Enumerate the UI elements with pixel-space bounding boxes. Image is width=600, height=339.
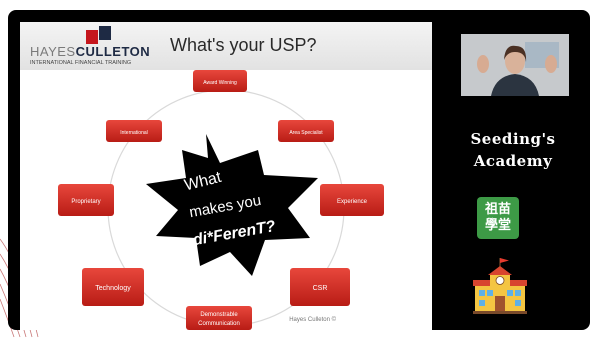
svg-text:Area Specialist: Area Specialist <box>289 130 323 136</box>
chinese-name-badge: 祖苗 學堂 <box>477 197 519 239</box>
usp-diagram: Award Winning International Area Special… <box>58 70 384 330</box>
usp-item-proprietary: Proprietary <box>58 184 114 216</box>
usp-item-award: Award Winning <box>193 70 247 92</box>
slide-header: HAYESCULLETON INTERNATIONAL FINANCIAL TR… <box>20 22 432 70</box>
logo-light: HAYES <box>30 44 76 59</box>
badge-line-2: 學堂 <box>484 218 511 233</box>
shared-slide: HAYESCULLETON INTERNATIONAL FINANCIAL TR… <box>20 22 432 330</box>
logo-dark: CULLETON <box>75 44 151 59</box>
usp-item-experience: Experience <box>320 184 384 216</box>
brand-line-1: Seeding's <box>470 130 556 148</box>
svg-text:International: International <box>120 130 148 136</box>
usp-item-technology: Technology <box>82 268 144 306</box>
slide-title: What's your USP? <box>170 35 317 55</box>
svg-text:Technology: Technology <box>95 285 131 292</box>
usp-item-csr: CSR <box>290 268 350 306</box>
brand-line-2: Academy <box>473 152 553 170</box>
usp-item-demonstrable-communication: Demonstrable Communication <box>186 306 252 330</box>
usp-item-international: International <box>106 120 162 142</box>
participant-video-tile <box>461 34 569 96</box>
svg-text:Award Winning: Award Winning <box>203 80 237 86</box>
academy-brand-name: Seeding's Academy <box>448 128 578 172</box>
badge-line-1: 祖苗 <box>484 202 511 217</box>
usp-item-area-specialist: Area Specialist <box>278 120 334 142</box>
hayes-culleton-logo: HAYESCULLETON INTERNATIONAL FINANCIAL TR… <box>30 26 150 68</box>
slide-footer: Hayes Culleton © <box>289 317 336 323</box>
svg-text:CSR: CSR <box>313 285 328 292</box>
svg-text:Communication: Communication <box>198 321 240 327</box>
logo-subtitle: INTERNATIONAL FINANCIAL TRAINING <box>30 60 132 66</box>
person-video-icon <box>461 34 569 96</box>
logo-wordmark: HAYESCULLETON <box>30 44 150 59</box>
logo-mark-icon <box>86 26 111 44</box>
svg-text:Experience: Experience <box>337 199 368 205</box>
svg-text:Demonstrable: Demonstrable <box>200 312 238 318</box>
svg-text:Proprietary: Proprietary <box>71 199 100 205</box>
school-icon <box>473 258 527 314</box>
starburst-shape <box>146 134 318 276</box>
